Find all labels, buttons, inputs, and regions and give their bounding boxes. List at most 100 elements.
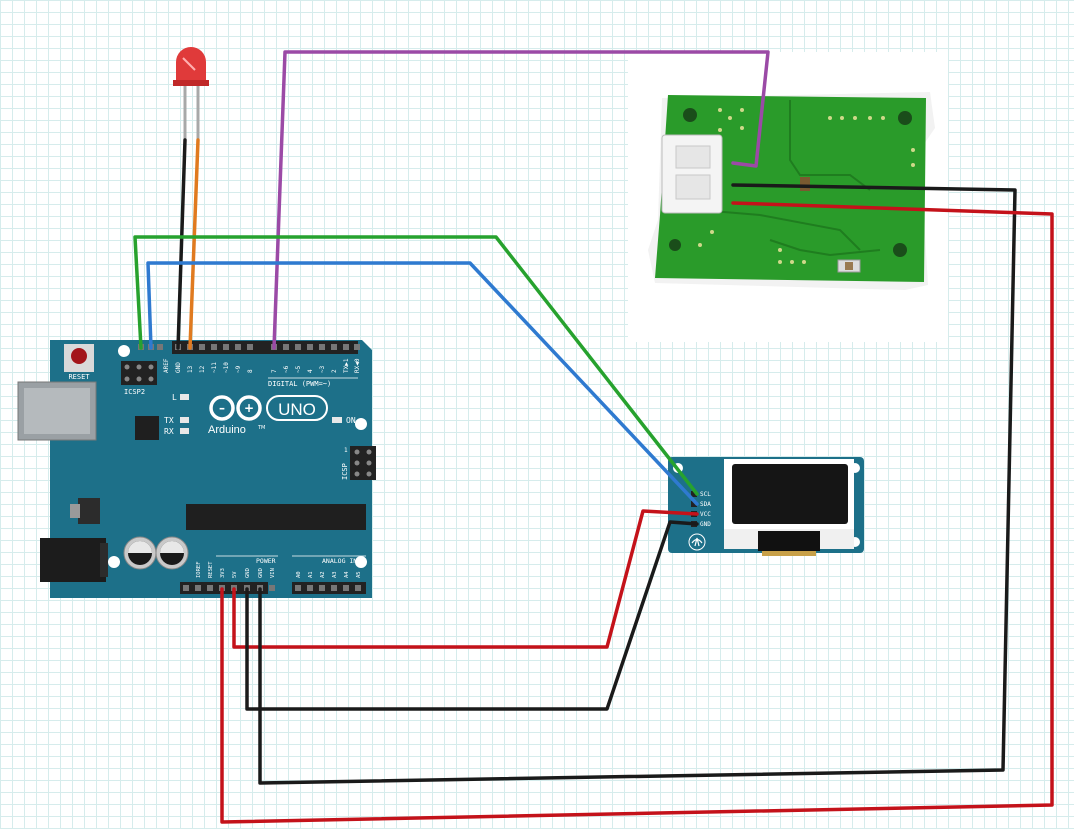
wire-scl [133,235,699,496]
digital-pin-label: 13 [187,365,194,373]
connector-slot [675,145,711,169]
analog-pin-label: A4 [344,571,350,578]
wire-sensor-gnd [258,183,1017,785]
analog-pin-label: A0 [296,571,302,578]
board-mounting-hole [355,556,367,568]
power-pin-label: 5V [232,571,238,578]
analog-pin-label: A2 [320,571,326,578]
mounting-hole [669,239,681,251]
digital-pin-label: 12 [199,365,206,373]
digital-pin-label: ~5 [295,365,302,373]
digital-pin-label: 2 [331,369,338,373]
logo-minus: – [219,401,225,415]
icsp2-label: ICSP2 [124,388,145,396]
analog-label: ANALOG IN [322,557,357,565]
icsp-header [350,446,376,480]
digital-pin-label: ~6 [283,365,290,373]
pcb-trace [769,239,881,257]
dc-jack-edge [100,543,108,577]
power-label: POWER [256,557,276,565]
capacitor [155,536,189,570]
icsp-label: ICSP [341,463,349,480]
digital-pin-label: TX▶1 [343,358,350,373]
header-pin [295,585,301,591]
oled-pin [691,491,697,497]
header-pin [235,344,241,350]
digital-pin-label: 7 [271,369,278,373]
header-pin [319,344,325,350]
header-pin [269,585,275,591]
red-led [173,47,209,140]
digital-pin-label: GND [175,362,182,373]
microwave-sensor-module [628,52,948,342]
analog-pin-label: A5 [356,571,362,578]
digital-pin-label: 8 [247,369,254,373]
header-pin [331,585,337,591]
header-pin [199,344,205,350]
oled-flex-contact [762,551,816,556]
header-pin [211,344,217,350]
pcb-pads [698,108,915,264]
board-outline [50,340,372,598]
analog-header [292,582,366,594]
wire-led-pin13 [188,138,200,350]
wire-sensor-signal [272,50,770,350]
header-pin [354,344,360,350]
wires [133,50,1054,824]
header-pin [295,344,301,350]
brand-trademark: TM [257,425,265,431]
regulator-tab [70,504,80,518]
pcb-trace [789,100,871,191]
led-highlight [182,57,196,71]
power-pin-label: GND [258,568,264,578]
led-rim [173,80,209,86]
digital-pin-label: ~10 [223,362,230,373]
icsp-pin-one: 1 [344,447,348,454]
header-pin [283,344,289,350]
header-pin [331,344,337,350]
digital-pin-label: ~3 [319,365,326,373]
digital-pin-label: ~9 [235,365,242,373]
pcb-trace [699,209,861,251]
oled-pin [691,501,697,507]
icsp2-header [121,361,157,385]
uno-logo-text: UNO [278,400,316,419]
sensor-pcb [655,95,926,282]
usb-chip [135,416,159,440]
wire-led-gnd [176,138,187,350]
oled-pin-label: SCL [700,491,711,498]
on-label: ON [346,416,356,425]
mounting-hole [683,108,697,122]
oled-display-module: SCL SDA VCC GND [668,457,864,556]
board-mounting-hole [118,345,130,357]
header-pin [247,344,253,350]
analog-pin-label: A3 [332,571,338,578]
header-pin [343,585,349,591]
wire-oled-vcc [232,509,699,649]
connector-slot [675,174,711,200]
oled-pin-label: VCC [700,511,711,518]
logo-plus: + [244,401,254,415]
usb-port-inner [24,388,90,434]
arduino-brand: Arduino [208,424,246,436]
dc-power-jack [40,538,106,582]
uno-badge [266,395,328,421]
power-pin-label: IOREF [196,561,202,578]
reset-label: RESET [68,373,90,381]
atmega-chip [186,504,366,530]
oled-pin-label: GND [700,521,711,528]
digital-pin-label: 4 [307,369,314,373]
header-pin [157,344,163,350]
analog-pin-label: A1 [308,571,314,578]
oled-pin-label: SDA [700,501,711,508]
smd-component [845,262,853,270]
voltage-regulator [78,498,100,524]
led-l-label: L [172,393,177,402]
power-pin-label: 3V3 [220,568,226,578]
header-pin [307,585,313,591]
leaf-icon [691,537,703,547]
